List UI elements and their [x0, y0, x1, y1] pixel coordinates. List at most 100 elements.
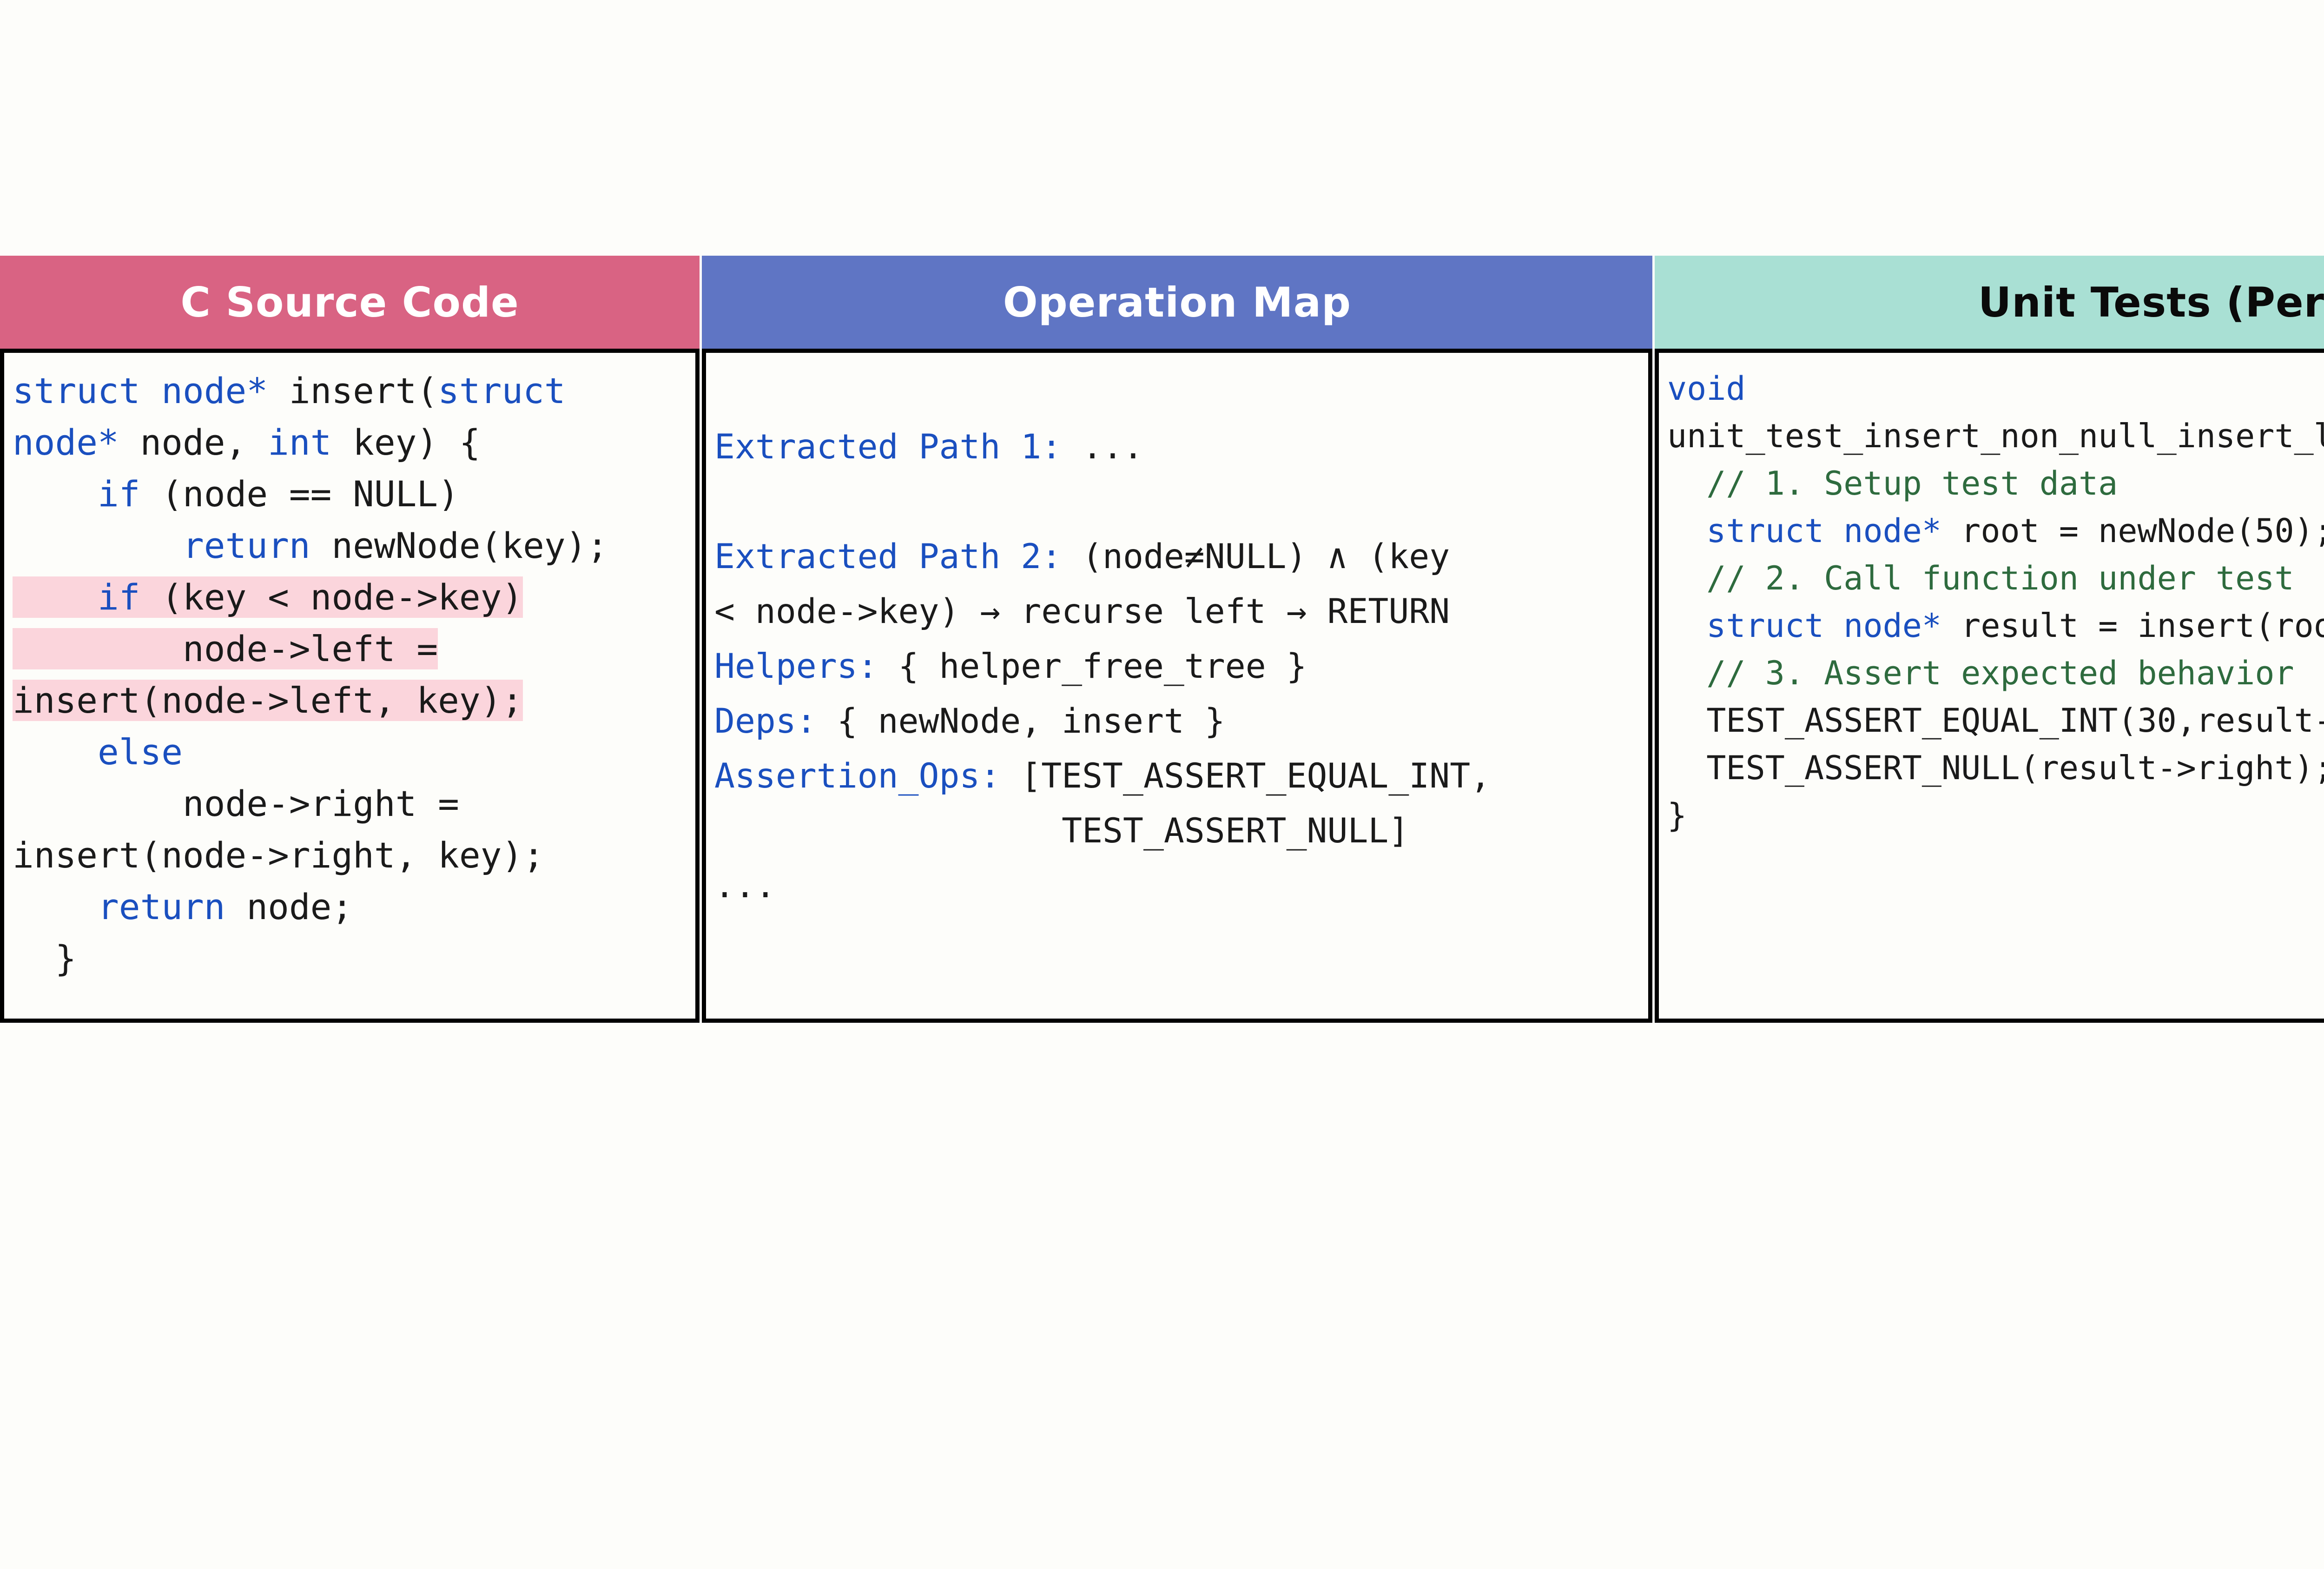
panel-header-c-source-code: C Source Code [0, 256, 700, 349]
code-text: insert(node->left, key); [13, 680, 523, 721]
code-text: node->left = [13, 628, 438, 669]
code-keyword: Extracted Path 1: [714, 427, 1062, 467]
code-span: unit_test_insert_non_null_insert_left(vo… [1667, 417, 2324, 455]
code-keyword: int [268, 422, 332, 463]
code-text [13, 886, 98, 927]
code-line: struct node* result = insert(root, 30); [1667, 602, 2324, 649]
highlighted-code-span: node->left = [13, 628, 438, 669]
code-comment: // 3. Assert expected behavior [1706, 654, 2294, 692]
code-span: Extracted Path 1: ... [714, 427, 1143, 467]
code-text: node; [225, 886, 353, 927]
code-line: Deps: { newNode, insert } [714, 694, 1640, 749]
code-span: } [1667, 796, 1687, 834]
code-span: void [1667, 370, 1746, 408]
code-text: root = newNode(50); [1941, 512, 2324, 550]
code-line: unit_test_insert_non_null_insert_left(vo… [1667, 412, 2324, 460]
code-text: unit_test_insert_non_null_insert_left( [1667, 417, 2324, 455]
code-text: ... [1062, 427, 1143, 467]
code-line: // 1. Setup test data [1667, 460, 2324, 507]
code-comment: // 2. Call function under test [1706, 559, 2294, 597]
code-line: struct node* root = newNode(50); [1667, 507, 2324, 555]
code-span: // 3. Assert expected behavior [1667, 654, 2294, 692]
code-text: (key < node->key) [140, 576, 523, 618]
code-line: // 2. Call function under test [1667, 555, 2324, 602]
code-keyword: return [98, 886, 225, 927]
code-text: node->right = [13, 783, 459, 824]
code-text: result = insert(root, 30); [1961, 607, 2324, 645]
code-span [714, 372, 735, 412]
code-line [714, 365, 1640, 420]
code-text [13, 473, 98, 515]
code-span: struct node* insert(struct [13, 370, 566, 411]
code-line: return node; [13, 881, 687, 933]
code-text: } [1667, 796, 1687, 834]
panel-columns: C Source Code struct node* insert(struct… [0, 256, 2324, 1023]
code-span: // 2. Call function under test [1667, 559, 2294, 597]
code-span: ... [714, 866, 776, 906]
code-span: TEST_ASSERT_NULL] [714, 811, 1409, 851]
code-span: struct node* root = newNode(50); [1667, 512, 2324, 550]
code-line: // 3. Assert expected behavior [1667, 649, 2324, 697]
code-line: TEST_ASSERT_NULL] [714, 804, 1640, 859]
code-span: } [13, 938, 77, 979]
code-line: if (key < node->key) [13, 571, 687, 623]
code-text [714, 372, 735, 412]
code-line: node* node, int key) { [13, 417, 687, 468]
code-line: insert(node->right, key); [13, 829, 687, 881]
code-span: Deps: { newNode, insert } [714, 702, 1225, 741]
code-line: else [13, 726, 687, 778]
code-span [714, 482, 735, 522]
code-line: struct node* insert(struct [13, 365, 687, 417]
code-span: TEST_ASSERT_NULL(result->right); [1667, 749, 2324, 787]
code-line: Extracted Path 2: (node≠NULL) ∧ (key [714, 530, 1640, 584]
code-text: TEST_ASSERT_NULL] [714, 811, 1409, 851]
code-line: node->left = [13, 623, 687, 675]
code-text: (node == NULL) [140, 473, 459, 515]
code-block-operation-map[interactable]: Extracted Path 1: ... Extracted Path 2: … [714, 365, 1640, 914]
code-line: < node->key) → recurse left → RETURN [714, 584, 1640, 639]
code-span: struct node* result = insert(root, 30); [1667, 607, 2324, 645]
panel-header-operation-map: Operation Map [702, 256, 1652, 349]
code-keyword: struct node* [1706, 607, 1942, 645]
code-comment: // 1. Setup test data [1706, 464, 2118, 503]
code-text: key) { [331, 422, 481, 463]
code-text [13, 576, 98, 618]
code-line: Helpers: { helper_free_tree } [714, 639, 1640, 694]
panel-body-operation-map: Extracted Path 1: ... Extracted Path 2: … [702, 349, 1652, 1023]
panel-body-c-source-code: struct node* insert(struct node* node, in… [0, 349, 700, 1023]
code-text: insert( [268, 370, 438, 411]
code-text: [TEST_ASSERT_EQUAL_INT, [1000, 756, 1491, 796]
code-line: return newNode(key); [13, 520, 687, 571]
code-keyword: return [183, 525, 310, 566]
code-text [1667, 607, 1706, 645]
code-line: Extracted Path 1: ... [714, 420, 1640, 475]
code-line: Assertion_Ops: [TEST_ASSERT_EQUAL_INT, [714, 749, 1640, 804]
code-keyword: void [1667, 370, 1746, 408]
code-block-unit-tests[interactable]: void unit_test_insert_non_null_insert_lef… [1667, 365, 2324, 839]
code-text [1667, 654, 1706, 692]
code-text: TEST_ASSERT_EQUAL_INT(30,result->left->k… [1706, 702, 2324, 740]
code-line: ... [714, 859, 1640, 914]
code-span: < node->key) → recurse left → RETURN [714, 592, 1450, 631]
code-text: } [13, 938, 77, 979]
code-span: Extracted Path 2: (node≠NULL) ∧ (key [714, 537, 1450, 576]
code-span: node* node, int key) { [13, 422, 481, 463]
code-keyword: struct node* [1706, 512, 1942, 550]
panel-c-source-code: C Source Code struct node* insert(struct… [0, 256, 700, 1023]
code-span: return node; [13, 886, 353, 927]
code-line: insert(node->left, key); [13, 675, 687, 726]
code-text [1667, 559, 1706, 597]
code-line: node->right = [13, 778, 687, 829]
code-span: Helpers: { helper_free_tree } [714, 647, 1307, 686]
panel-unit-tests: Unit Tests (Per Path) voidunit_test_inse… [1655, 256, 2324, 1023]
code-keyword: node* [13, 422, 119, 463]
code-span: else [13, 731, 183, 773]
code-text: ... [714, 866, 776, 906]
code-line: if (node == NULL) [13, 468, 687, 520]
code-block-c-source[interactable]: struct node* insert(struct node* node, in… [13, 365, 687, 984]
code-span: node->right = [13, 783, 459, 824]
code-keyword: Assertion_Ops: [714, 756, 1001, 796]
code-span: Assertion_Ops: [TEST_ASSERT_EQUAL_INT, [714, 756, 1491, 796]
code-keyword: if [98, 576, 140, 618]
highlighted-code-span: insert(node->left, key); [13, 680, 523, 721]
